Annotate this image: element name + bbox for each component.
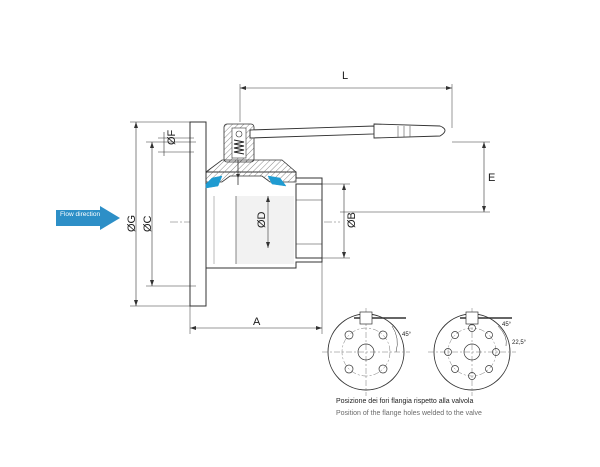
flow-direction-arrow <box>56 206 120 230</box>
angle-label-45-a: 45° <box>402 332 412 338</box>
dimension-f: ØF <box>166 129 178 145</box>
dimension-d: ØD <box>256 211 268 229</box>
angle-label-45-b: 45° <box>502 322 512 328</box>
dimension-e: E <box>488 172 496 184</box>
flange <box>189 121 207 307</box>
flow-direction-label: Flow direction <box>60 211 101 218</box>
dimension-a: A <box>253 316 261 328</box>
dimension-c: ØC <box>142 215 154 233</box>
dimension-b: ØB <box>346 212 358 228</box>
spring <box>233 139 245 155</box>
flange-detail-8-holes <box>428 308 516 396</box>
outlet-pipe <box>295 183 323 259</box>
caption-italian: Posizione dei fori flangia rispetto alla… <box>336 398 474 405</box>
flange-detail-4-holes <box>322 308 410 396</box>
dimension-g: ØG <box>126 214 138 232</box>
handle-lever <box>249 125 375 139</box>
angle-label-22-5: 22,5° <box>512 340 527 346</box>
handle-grip <box>373 123 446 139</box>
seat-seal <box>205 175 223 189</box>
dimension-l: L <box>342 70 349 82</box>
body-shade <box>236 196 294 264</box>
caption-english: Position of the flange holes welded to t… <box>336 410 482 417</box>
